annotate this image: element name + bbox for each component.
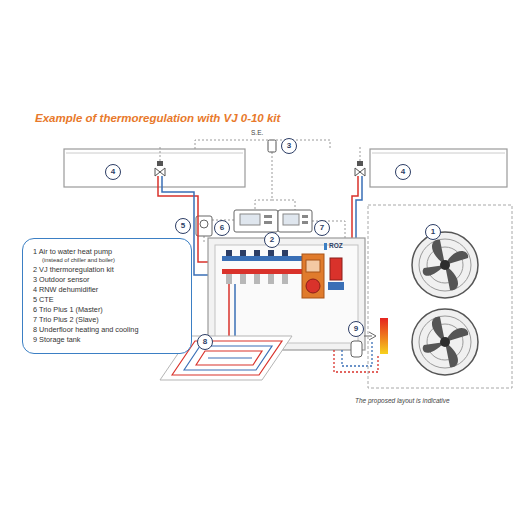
mixing-valve bbox=[306, 260, 320, 272]
fan-lower bbox=[412, 309, 478, 375]
key-item: 9 Storage tank bbox=[33, 335, 183, 345]
key-item: 1 Air to water heat pump bbox=[33, 247, 183, 257]
floor-coil bbox=[196, 351, 262, 365]
fan-hub bbox=[440, 260, 450, 270]
floor-coil bbox=[184, 346, 272, 370]
floor-supply bbox=[228, 284, 230, 336]
dehumidifier-left bbox=[64, 149, 245, 187]
thermostat-button bbox=[264, 215, 272, 218]
key-item: 6 Trio Plus 1 (Master) bbox=[33, 305, 183, 315]
key-item: (instead of chiller and boiler) bbox=[33, 255, 183, 265]
callout-number: 1 bbox=[431, 228, 435, 236]
thermostat-display bbox=[283, 214, 299, 225]
floor-coil bbox=[208, 357, 252, 358]
callout-circle: 6 bbox=[214, 220, 230, 236]
fan-hub bbox=[440, 337, 450, 347]
callout-number: 4 bbox=[111, 168, 115, 176]
diagram-title: Example of thermoregulation with VJ 0-10… bbox=[35, 112, 280, 124]
cabinet-panel bbox=[215, 245, 358, 343]
key-item: 4 RNW dehumidifier bbox=[33, 285, 183, 295]
fan-upper bbox=[412, 232, 478, 298]
flow-meter bbox=[282, 274, 288, 284]
key-item: 3 Outdoor sensor bbox=[33, 275, 183, 285]
valve-cap bbox=[268, 250, 274, 256]
valve-head bbox=[357, 161, 363, 166]
key-box: 1 Air to water heat pump(instead of chil… bbox=[22, 238, 192, 354]
circulator-pump bbox=[306, 279, 320, 293]
storage-tank bbox=[351, 341, 362, 357]
heat-indicator bbox=[380, 318, 388, 354]
key-item: 2 VJ thermoregulation kit bbox=[33, 265, 183, 275]
cte-dial bbox=[200, 220, 208, 228]
fan-blades bbox=[423, 317, 468, 367]
heat-pump-casing bbox=[368, 205, 512, 388]
supply-manifold bbox=[222, 269, 302, 274]
thermostat-display bbox=[240, 214, 260, 225]
thermostat-button bbox=[302, 215, 308, 218]
valve-symbol bbox=[155, 168, 165, 176]
flow-meter bbox=[226, 274, 232, 284]
manifold-outlets bbox=[226, 250, 288, 284]
key-item: 5 CTE bbox=[33, 295, 183, 305]
valve-cap bbox=[282, 250, 288, 256]
key-item: 8 Underfloor heating and cooling bbox=[33, 325, 183, 335]
flow-meter bbox=[268, 274, 274, 284]
thermostat-button bbox=[264, 221, 272, 224]
signal-wire bbox=[195, 140, 330, 149]
outdoor-sensor bbox=[268, 140, 276, 152]
callout-number: 7 bbox=[320, 224, 324, 232]
dehumidifier-lip bbox=[66, 153, 243, 154]
valve-cap bbox=[226, 250, 232, 256]
callout-number: 5 bbox=[181, 222, 185, 230]
logo-mark bbox=[324, 243, 327, 250]
callout-circle: 4 bbox=[105, 164, 121, 180]
return-manifold bbox=[222, 256, 302, 261]
dehumidifier-right bbox=[370, 149, 507, 187]
fan-grille bbox=[419, 316, 471, 368]
callout-circle: 8 bbox=[197, 334, 213, 350]
callout-circle: 5 bbox=[175, 218, 191, 234]
fan-grille bbox=[412, 232, 478, 298]
thermostat-button bbox=[302, 221, 308, 224]
actuator-0-10 bbox=[330, 258, 342, 280]
callout-circle: 1 bbox=[425, 224, 441, 240]
sensor-label: S.E. bbox=[251, 130, 263, 137]
callout-number: 6 bbox=[220, 224, 224, 232]
mixing-group bbox=[302, 254, 324, 298]
callout-circle: 9 bbox=[348, 321, 364, 337]
thermostat-slave bbox=[278, 210, 312, 232]
callout-circle: 2 bbox=[264, 232, 280, 248]
brand-logo: ROZ bbox=[329, 243, 343, 250]
bypass bbox=[328, 282, 344, 290]
fan-grille bbox=[412, 309, 478, 375]
callout-circle: 7 bbox=[314, 220, 330, 236]
callout-number: 9 bbox=[354, 325, 358, 333]
manifold-cabinet bbox=[208, 238, 365, 350]
callout-circle: 4 bbox=[395, 164, 411, 180]
flow-meter bbox=[240, 274, 246, 284]
callout-circle: 3 bbox=[281, 138, 297, 154]
callout-number: 3 bbox=[287, 142, 291, 150]
flow-meter bbox=[254, 274, 260, 284]
callout-number: 2 bbox=[270, 236, 274, 244]
valve-cap bbox=[254, 250, 260, 256]
signal-wire bbox=[160, 145, 360, 161]
fan-blades bbox=[423, 240, 468, 290]
thermostat-master bbox=[234, 210, 278, 232]
valve-cap bbox=[240, 250, 246, 256]
valve-head bbox=[157, 161, 163, 166]
key-item: 7 Trio Plus 2 (Slave) bbox=[33, 315, 183, 325]
valve-symbol bbox=[355, 168, 365, 176]
signal-wire bbox=[255, 152, 295, 210]
flow-arrow bbox=[364, 332, 376, 340]
callout-number: 4 bbox=[401, 168, 405, 176]
layout-note: The proposed layout is indicative bbox=[355, 397, 450, 404]
floor-return bbox=[234, 284, 236, 336]
fan-grille bbox=[419, 239, 471, 291]
callout-number: 8 bbox=[203, 338, 207, 346]
dehumidifier-lip bbox=[372, 153, 505, 154]
